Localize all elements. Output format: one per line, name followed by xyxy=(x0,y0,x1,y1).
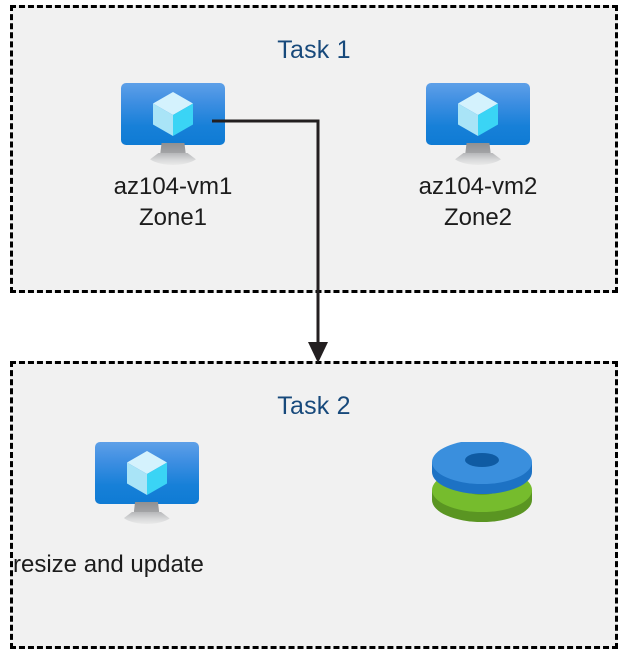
vm-screen xyxy=(426,83,530,145)
node-label-az104-vm1: az104-vm1 Zone1 xyxy=(113,173,233,231)
arrowhead-icon xyxy=(308,342,328,363)
node-az104-vm2[interactable]: az104-vm2 Zone2 xyxy=(368,83,588,233)
managed-disks-icon[interactable] xyxy=(430,440,534,524)
task-2-title: Task 2 xyxy=(277,392,351,420)
vm-screen xyxy=(94,442,199,504)
vm-screen xyxy=(121,83,225,145)
vm-cube-glyph xyxy=(458,92,498,136)
task-2-container: Task 2 xyxy=(10,361,618,649)
task-1-title: Task 1 xyxy=(277,36,351,64)
task-2-label: resize and update xyxy=(13,551,204,578)
managed-disks-glyph xyxy=(431,440,532,522)
task-2-icon-row xyxy=(13,440,615,524)
vm-stand-neck xyxy=(133,502,160,515)
disk-blue xyxy=(431,440,532,494)
vm-stand-base xyxy=(120,512,173,524)
vm-stand-neck xyxy=(465,143,491,156)
node-az104-vm1[interactable]: az104-vm1 Zone1 xyxy=(63,83,283,233)
vm-stand-base xyxy=(452,153,504,165)
vm-stand-base xyxy=(147,153,199,165)
task-1-container: Task 1 az104-vm1 Zone1 xyxy=(10,5,618,293)
vm-cube-glyph xyxy=(126,451,167,495)
vm-cube-glyph xyxy=(153,92,193,136)
node-label-az104-vm2: az104-vm2 Zone2 xyxy=(418,173,538,231)
virtual-machine-icon xyxy=(121,83,225,165)
virtual-machine-icon[interactable] xyxy=(94,442,199,524)
virtual-machine-icon xyxy=(426,83,530,165)
vm-stand-neck xyxy=(160,143,186,156)
